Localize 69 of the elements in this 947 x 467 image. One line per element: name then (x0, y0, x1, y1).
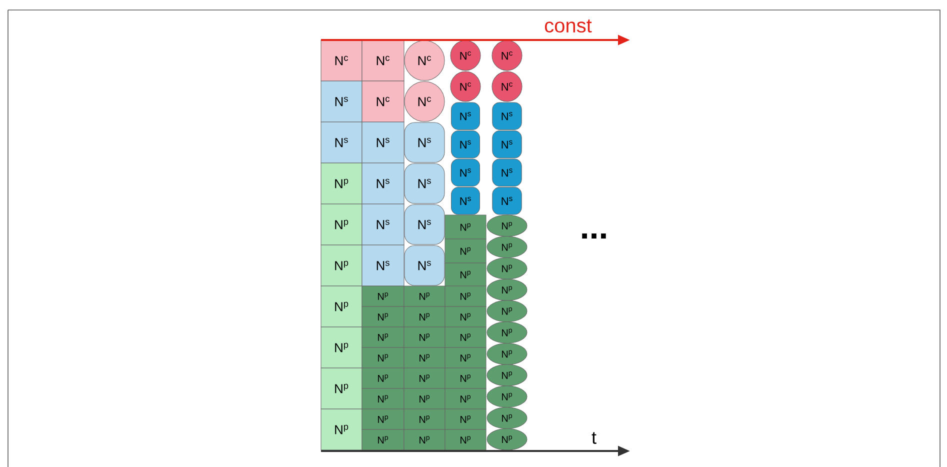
cell: N$^{p}$ (404, 429, 446, 450)
oval: N$^{p}$ (486, 428, 528, 450)
rounded-box: N$^{s}$ (451, 102, 480, 130)
oval: N$^{p}$ (486, 407, 528, 429)
oval: N$^{p}$ (486, 257, 528, 280)
axis-label: t (592, 432, 596, 444)
oval: N$^{p}$ (486, 322, 528, 344)
ellipsis: ... (582, 233, 606, 239)
cell: N$^{p}$ (404, 347, 446, 368)
cell: N$^{p}$ (444, 347, 486, 368)
oval: N$^{p}$ (486, 214, 528, 237)
cell: N$^{p}$ (362, 306, 404, 328)
cell: N$^{p}$ (362, 347, 404, 368)
oval: N$^{p}$ (486, 342, 528, 365)
oval: N$^{p}$ (486, 300, 528, 322)
cell: N$^{p}$ (362, 368, 404, 389)
cell: N$^{s}$ (320, 80, 362, 122)
rounded-box: N$^{s}$ (492, 102, 522, 130)
cell: N$^{p}$ (362, 326, 404, 348)
rounded-box: N$^{s}$ (451, 130, 480, 158)
rounded-box: N$^{s}$ (404, 163, 445, 204)
cell: N$^{p}$ (362, 286, 404, 307)
rounded-box: N$^{s}$ (492, 187, 522, 215)
rounded-box: N$^{s}$ (492, 158, 522, 186)
cell: N$^{p}$ (362, 388, 404, 410)
cell: N$^{s}$ (362, 244, 404, 286)
cell: N$^{p}$ (444, 238, 486, 264)
cell: N$^{p}$ (404, 286, 446, 307)
cell: N$^{p}$ (320, 368, 362, 410)
cell: N$^{s}$ (362, 122, 404, 164)
cell: N$^{p}$ (320, 162, 362, 204)
oval: N$^{p}$ (486, 386, 528, 408)
oval: N$^{p}$ (486, 236, 528, 258)
cell: N$^{p}$ (404, 388, 446, 410)
cell: N$^{p}$ (404, 306, 446, 328)
cell: N$^{p}$ (444, 286, 486, 307)
cell: N$^{p}$ (320, 286, 362, 328)
oval: N$^{p}$ (486, 278, 528, 301)
cell: N$^{p}$ (320, 204, 362, 246)
cell: N$^{s}$ (362, 204, 404, 246)
cell: N$^{c}$ (320, 40, 362, 82)
cell: N$^{s}$ (362, 162, 404, 204)
cell: N$^{p}$ (444, 262, 486, 286)
rounded-box: N$^{s}$ (451, 187, 480, 215)
rounded-box: N$^{s}$ (492, 130, 522, 158)
cell: N$^{p}$ (444, 306, 486, 328)
cell: N$^{p}$ (320, 408, 362, 450)
cell: N$^{p}$ (404, 408, 446, 430)
cell: N$^{p}$ (320, 244, 362, 286)
cell: N$^{p}$ (444, 214, 486, 240)
cell: N$^{p}$ (444, 326, 486, 348)
cell: N$^{p}$ (320, 326, 362, 368)
rounded-box: N$^{s}$ (451, 158, 480, 186)
axis-label: const (544, 19, 592, 33)
cell: N$^{c}$ (362, 80, 404, 122)
cell: N$^{p}$ (444, 388, 486, 410)
cell: N$^{c}$ (362, 40, 404, 82)
cell: N$^{p}$ (444, 408, 486, 430)
cell: N$^{p}$ (444, 429, 486, 450)
rounded-box: N$^{s}$ (404, 122, 445, 163)
rounded-box: N$^{s}$ (404, 245, 445, 286)
oval: N$^{p}$ (486, 364, 528, 386)
rounded-box: N$^{s}$ (404, 204, 445, 245)
cell: N$^{p}$ (404, 326, 446, 348)
cell: N$^{p}$ (404, 368, 446, 389)
cell: N$^{p}$ (362, 429, 404, 450)
cell: N$^{s}$ (320, 122, 362, 164)
cell: N$^{p}$ (362, 408, 404, 430)
cell: N$^{p}$ (444, 368, 486, 389)
